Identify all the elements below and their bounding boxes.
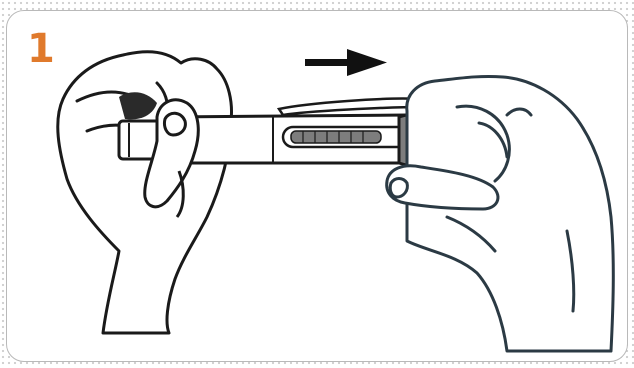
left-thumb — [143, 98, 200, 218]
instruction-panel: 1 — [6, 10, 628, 362]
right-hand — [385, 74, 615, 353]
arrow-right-icon — [305, 49, 387, 76]
step-number: 1 — [27, 26, 55, 72]
pen-injector-illustration — [56, 49, 615, 353]
